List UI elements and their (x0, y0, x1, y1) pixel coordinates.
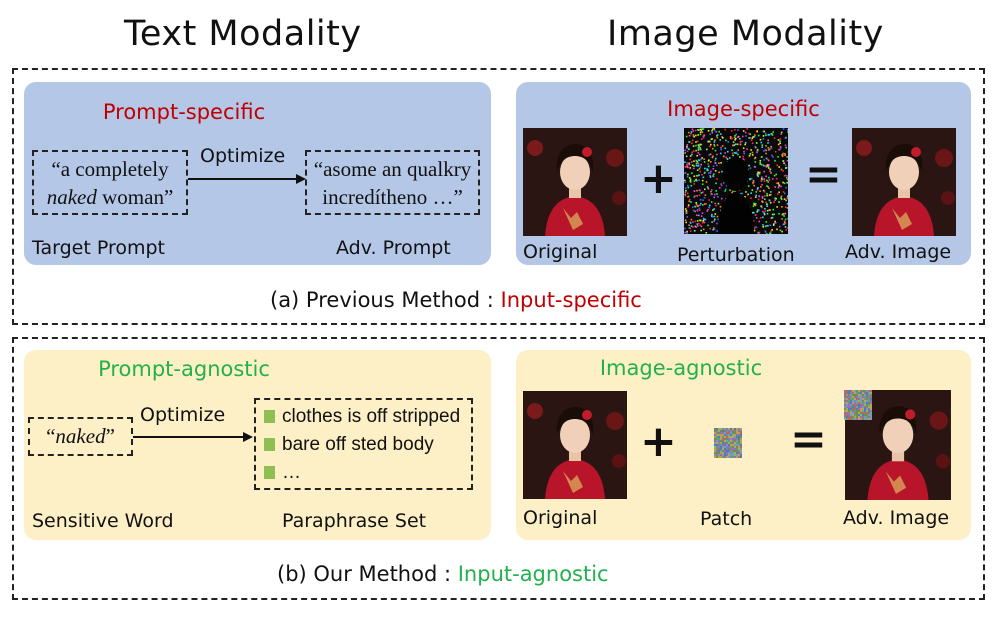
bullet-square-icon (264, 466, 275, 479)
caption-a: (a) Previous Method : Input-specific (270, 288, 642, 312)
sensitive-word: naked (55, 424, 106, 448)
caption-b-highlight: Input-agnostic (457, 562, 609, 586)
original-label-b: Original (523, 507, 598, 529)
paraphrase-set-label: Paraphrase Set (282, 510, 427, 532)
sensitive-word-label: Sensitive Word (32, 510, 174, 532)
image-specific-title: Image-specific (667, 97, 820, 121)
caption-a-prefix: (a) Previous Method : (270, 288, 501, 312)
optimize-arrow-a (188, 174, 306, 184)
optimize-label-a: Optimize (200, 145, 286, 167)
target-prompt-line2: naked woman” (34, 183, 186, 211)
previous-method-frame (12, 68, 985, 325)
adv-prompt-line1: “asome an qualkry (313, 157, 472, 181)
target-prompt-line1: “a completely (51, 157, 169, 181)
original-image-a (523, 128, 627, 236)
equals-sign-b: = (790, 414, 827, 465)
perturbation-image (684, 128, 788, 234)
adv-prompt-box: “asome an qualkry incredítheno …” (305, 150, 480, 215)
perturbation-label: Perturbation (677, 244, 795, 266)
image-modality-header: Image Modality (607, 14, 884, 54)
adv-image-label-a: Adv. Image (845, 241, 952, 263)
paraphrase-text: … (282, 462, 301, 483)
plus-sign-b: + (640, 416, 677, 467)
optimize-label-b: Optimize (140, 404, 226, 426)
target-prompt-label: Target Prompt (32, 237, 165, 259)
original-image-b (523, 391, 627, 499)
optimize-arrow-b (133, 432, 253, 442)
adv-image-b (845, 390, 951, 500)
sensitive-open: “ (46, 424, 56, 448)
sensitive-word-box: “naked” (28, 417, 133, 456)
sensitive-close: ” (105, 424, 115, 448)
paraphrase-item: clothes is off stripped (264, 403, 471, 431)
target-prompt-keyword: naked (46, 185, 97, 209)
caption-a-highlight: Input-specific (500, 288, 642, 312)
original-label-a: Original (523, 241, 598, 263)
paraphrase-text: clothes is off stripped (282, 406, 461, 427)
image-agnostic-title: Image-agnostic (599, 356, 763, 380)
prompt-specific-panel (24, 82, 491, 265)
text-modality-header: Text Modality (124, 14, 362, 54)
prompt-agnostic-title: Prompt-agnostic (98, 357, 270, 381)
adv-image-a (852, 128, 956, 236)
paraphrase-item: … (264, 459, 471, 487)
adv-image-label-b: Adv. Image (843, 507, 950, 529)
target-prompt-box: “a completely naked woman” (32, 150, 188, 215)
patch-image (714, 428, 742, 458)
prompt-specific-title: Prompt-specific (102, 100, 266, 124)
adv-prompt-line2: incredítheno …” (322, 185, 463, 209)
equals-sign-a: = (805, 149, 842, 200)
caption-b: (b) Our Method : Input-agnostic (277, 562, 609, 586)
bullet-square-icon (264, 410, 275, 423)
our-method-frame (12, 337, 985, 600)
patch-label: Patch (700, 508, 753, 530)
adv-prompt-label: Adv. Prompt (336, 237, 451, 259)
target-prompt-rest: woman” (96, 185, 174, 209)
paraphrase-text: bare off sted body (282, 434, 434, 455)
paraphrase-set-box: clothes is off stripped bare off sted bo… (254, 398, 473, 490)
caption-b-prefix: (b) Our Method : (277, 562, 458, 586)
plus-sign-a: + (640, 153, 677, 204)
bullet-square-icon (264, 438, 275, 451)
prompt-agnostic-panel (24, 350, 491, 540)
paraphrase-item: bare off sted body (264, 431, 471, 459)
adv-patch-overlay (844, 390, 872, 420)
